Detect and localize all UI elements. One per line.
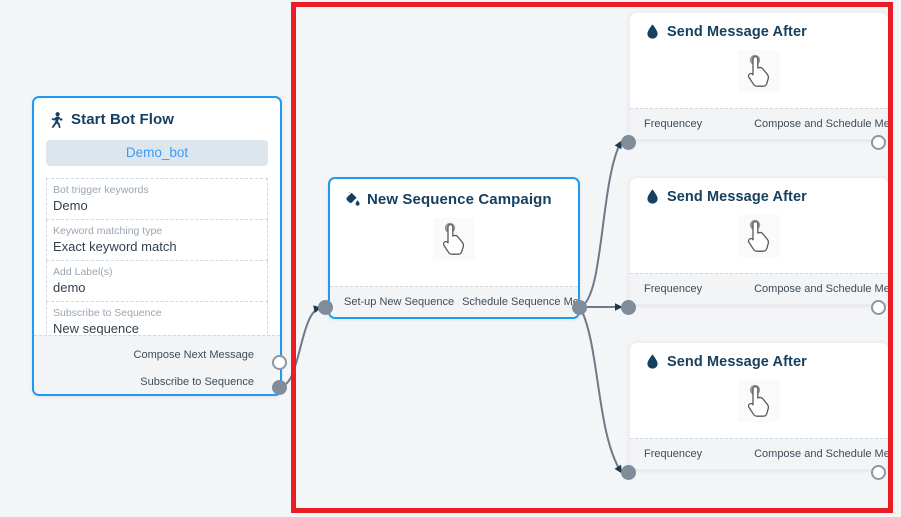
port-frequencey-2[interactable] (621, 300, 636, 315)
water-drop-icon (644, 188, 660, 205)
node-sequence-title: New Sequence Campaign (330, 179, 578, 208)
node-message-title: Send Message After (630, 178, 888, 205)
edge-sequence-to-message-1 (579, 140, 622, 308)
field-label: Add Label(s) (53, 266, 113, 278)
port-label-compose-next-message: Compose Next Message (133, 349, 254, 361)
field-label: Bot trigger keywords (53, 184, 149, 196)
node-send-message-after-3[interactable]: Send Message After Frequencey Compose an… (629, 342, 889, 470)
hand-pointer-cursor-icon (433, 218, 475, 260)
field-label: Subscribe to Sequence (53, 307, 162, 319)
node-start-title-text: Start Bot Flow (71, 111, 175, 128)
port-label-set-up-new-sequence: Set-up New Sequence (344, 296, 455, 308)
message-node-footer: Frequencey Compose and Schedule Message (630, 108, 888, 139)
port-frequencey-3[interactable] (621, 465, 636, 480)
start-field-list: Bot trigger keywords Demo Keyword matchi… (46, 178, 268, 343)
field-value: Exact keyword match (53, 239, 177, 254)
sequence-node-body[interactable] (330, 208, 578, 270)
port-label-schedule-sequence-message: Schedule Sequence Message (462, 296, 578, 308)
message-node-footer: Frequencey Compose and Schedule Message (630, 438, 888, 469)
sequence-node-footer: Set-up New Sequence Schedule Sequence Me… (330, 286, 578, 317)
field-add-labels[interactable]: Add Label(s) demo (46, 261, 268, 302)
port-subscribe-to-sequence[interactable] (272, 380, 287, 395)
port-compose-and-schedule-message-3[interactable] (871, 465, 886, 480)
node-send-message-after-1[interactable]: Send Message After Frequencey Compose an… (629, 12, 889, 140)
node-message-title-text: Send Message After (667, 188, 807, 205)
port-label-frequencey: Frequencey (644, 283, 703, 295)
field-keyword-matching-type[interactable]: Keyword matching type Exact keyword matc… (46, 220, 268, 261)
message-node-footer: Frequencey Compose and Schedule Message (630, 273, 888, 304)
bot-select-chip-label: Demo_bot (125, 145, 189, 160)
edge-sequence-to-message-3 (579, 306, 622, 474)
hand-pointer-cursor-icon (738, 50, 780, 92)
port-frequencey-1[interactable] (621, 135, 636, 150)
port-label-frequencey: Frequencey (644, 118, 703, 130)
node-message-title-text: Send Message After (667, 23, 807, 40)
port-label-compose-and-schedule-message: Compose and Schedule Message (754, 448, 888, 460)
port-set-up-new-sequence[interactable] (318, 300, 333, 315)
node-message-title-text: Send Message After (667, 353, 807, 370)
field-value: New sequence (53, 321, 139, 336)
node-new-sequence-campaign[interactable]: New Sequence Campaign Set-up New Sequenc… (328, 177, 580, 319)
field-bot-trigger-keywords[interactable]: Bot trigger keywords Demo (46, 178, 268, 220)
port-compose-next-message[interactable] (272, 355, 287, 370)
running-person-icon (48, 111, 64, 128)
port-schedule-sequence-message[interactable] (572, 300, 587, 315)
port-label-compose-and-schedule-message: Compose and Schedule Message (754, 283, 888, 295)
node-message-title: Send Message After (630, 13, 888, 40)
node-start-bot-flow[interactable]: Start Bot Flow Demo_bot Bot trigger keyw… (32, 96, 282, 396)
node-send-message-after-2[interactable]: Send Message After Frequencey Compose an… (629, 177, 889, 305)
hand-pointer-cursor-icon (738, 380, 780, 422)
message-node-body[interactable] (630, 370, 888, 432)
port-label-compose-and-schedule-message: Compose and Schedule Message (754, 118, 888, 130)
port-compose-and-schedule-message-1[interactable] (871, 135, 886, 150)
port-label-subscribe-to-sequence: Subscribe to Sequence (140, 376, 254, 388)
message-node-body[interactable] (630, 40, 888, 102)
field-value: demo (53, 280, 86, 295)
message-node-body[interactable] (630, 205, 888, 267)
start-node-footer: Compose Next Message Subscribe to Sequen… (34, 335, 280, 394)
port-compose-and-schedule-message-2[interactable] (871, 300, 886, 315)
node-start-title: Start Bot Flow (34, 98, 280, 138)
water-drop-icon (644, 353, 660, 370)
node-message-title: Send Message After (630, 343, 888, 370)
node-sequence-title-text: New Sequence Campaign (367, 191, 552, 208)
paint-bucket-icon (344, 191, 360, 208)
water-drop-icon (644, 23, 660, 40)
bot-select-chip[interactable]: Demo_bot (46, 140, 268, 166)
field-value: Demo (53, 198, 88, 213)
field-label: Keyword matching type (53, 225, 163, 237)
port-label-frequencey: Frequencey (644, 448, 703, 460)
edge-start-to-sequence (280, 305, 322, 387)
hand-pointer-cursor-icon (738, 215, 780, 257)
